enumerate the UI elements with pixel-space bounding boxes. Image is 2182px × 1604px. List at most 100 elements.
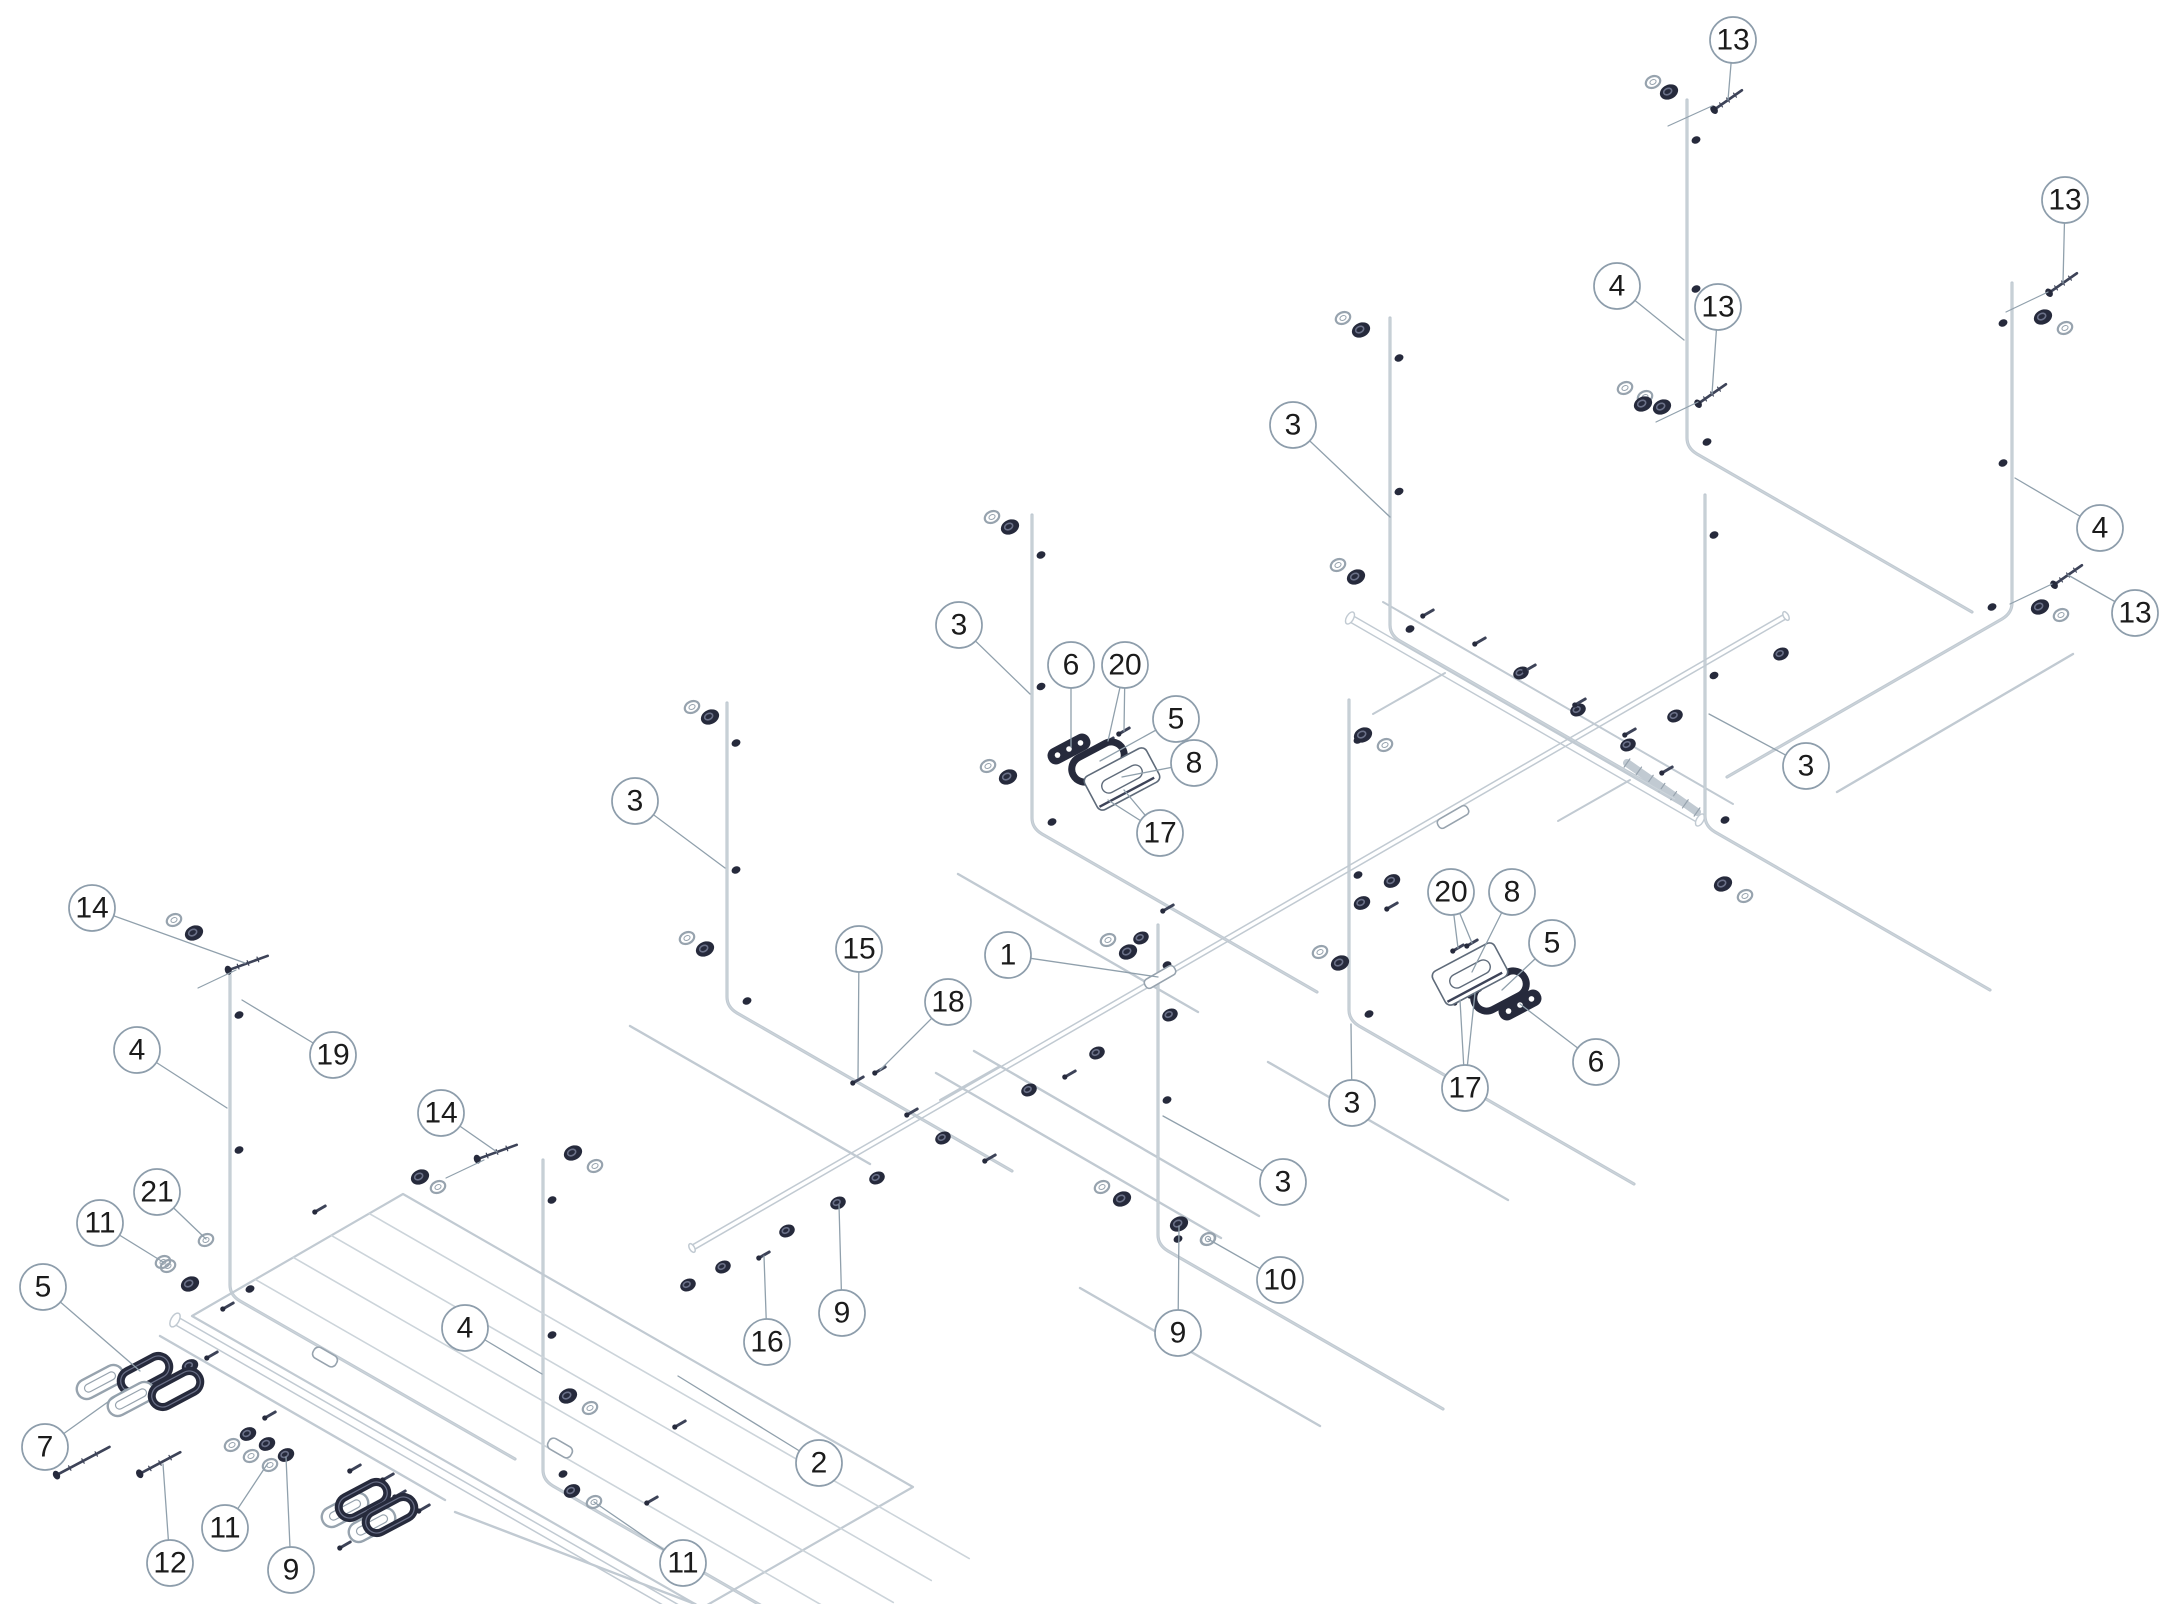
rear-foot-line xyxy=(158,1334,447,1502)
callout-10 xyxy=(1256,1256,1304,1304)
callout-9 xyxy=(267,1546,315,1594)
grommet-plug-ring xyxy=(1386,876,1396,885)
grommet-plug xyxy=(1633,396,1653,412)
screw-thread xyxy=(256,956,260,963)
grommet-plug-ring xyxy=(781,1226,790,1235)
screw-thread xyxy=(2054,285,2059,291)
screw-thread xyxy=(1719,102,1724,108)
grommet-plug-ring xyxy=(1716,879,1727,888)
leg-hole-plug xyxy=(1353,871,1363,879)
callout-label-14: 14 xyxy=(75,892,108,925)
multi-hole-bracket-hole xyxy=(1077,740,1084,746)
screw-thread xyxy=(505,1145,509,1152)
grommet-plug xyxy=(715,1260,731,1274)
bracket-plate-slot xyxy=(1101,764,1143,794)
grommet-plug-ring xyxy=(566,1148,577,1157)
grommet-plug-ring xyxy=(2033,602,2044,611)
grommet-plug xyxy=(180,1276,200,1292)
washer-hole xyxy=(2057,612,2065,618)
grommet-plug-ring xyxy=(1091,1048,1100,1057)
grommet-plug xyxy=(680,1278,696,1292)
rear-foot-line xyxy=(1266,1060,1510,1202)
washer-hole xyxy=(159,1259,167,1265)
panel-bottom-tube xyxy=(176,1315,679,1604)
rail-coupling xyxy=(1436,804,1470,830)
leg-j-rail xyxy=(1725,281,2014,779)
washer xyxy=(1311,944,1329,960)
lower-tray-crossbar xyxy=(939,1065,1001,1101)
washer xyxy=(242,1448,260,1464)
grommet-plug xyxy=(869,1171,885,1185)
callout-label-4: 4 xyxy=(2092,512,2109,545)
grommet-plug-ring xyxy=(1356,898,1366,907)
washer xyxy=(1736,888,1754,904)
washer xyxy=(165,912,183,928)
washer-hole xyxy=(1334,562,1342,568)
washer xyxy=(1334,310,1352,326)
callout-21 xyxy=(133,1168,181,1216)
callout-label-10: 10 xyxy=(1263,1264,1296,1297)
leg-hole-plug xyxy=(1036,551,1046,559)
grommet-plug-ring xyxy=(242,1429,252,1438)
washer xyxy=(223,1437,241,1453)
grommet-plug-ring xyxy=(2036,312,2047,321)
leg-g-rail-highlight xyxy=(1348,700,1635,1185)
callout-4 xyxy=(113,1026,161,1074)
callout-leader-2 xyxy=(677,1375,820,1464)
screw-guide-line xyxy=(445,1159,485,1179)
grommet-plug-ring xyxy=(703,712,714,721)
washer-hole xyxy=(1316,949,1324,955)
grommet-plug-ring xyxy=(682,1280,691,1289)
grommet-plug xyxy=(935,1131,951,1145)
callout-label-17: 17 xyxy=(1143,817,1176,850)
thread-tick xyxy=(1693,807,1701,817)
grommet-plug-ring xyxy=(1164,1010,1173,1019)
callout-12 xyxy=(146,1539,194,1587)
small-bolt-head xyxy=(1572,702,1578,708)
grommet-plug-ring xyxy=(1636,399,1647,408)
callout-label-3: 3 xyxy=(1798,750,1815,783)
small-bolt-head xyxy=(1384,906,1390,912)
rear-foot-line xyxy=(1078,1286,1322,1428)
small-bolt-head xyxy=(982,1158,988,1164)
callout-6 xyxy=(1572,1038,1620,1086)
small-bolt-head xyxy=(1622,732,1628,738)
washer-hole xyxy=(988,514,996,520)
panel-outline xyxy=(190,1192,915,1604)
callout-6 xyxy=(1047,641,1095,689)
leg-a-rail xyxy=(228,973,517,1461)
multi-hole-bracket-hole xyxy=(1066,746,1072,752)
leg-hole-plug xyxy=(1394,487,1404,496)
callout-2 xyxy=(795,1439,843,1487)
washer xyxy=(1376,737,1394,753)
grommet-plug xyxy=(1353,896,1371,910)
washer xyxy=(1329,557,1347,573)
callout-3 xyxy=(1328,1079,1376,1127)
leg-hole-plug xyxy=(1702,438,1712,446)
grommet-plug-ring xyxy=(261,1439,271,1448)
bracket-plate-edge xyxy=(1098,776,1155,808)
washer-hole xyxy=(1649,79,1657,85)
grommet-plug xyxy=(277,1448,295,1462)
glide-cap-light-slot xyxy=(114,1388,148,1410)
leg-hole-plug xyxy=(1162,1096,1172,1104)
washer-hole xyxy=(247,1453,255,1459)
upper-tray-tube-cap xyxy=(1694,813,1706,827)
callout-14 xyxy=(417,1089,465,1137)
callout-19 xyxy=(309,1031,357,1079)
main-rail-cap xyxy=(1782,610,1790,622)
bracket-plate-edge xyxy=(1446,971,1503,1003)
callout-5 xyxy=(19,1263,67,1311)
washer-hole xyxy=(2061,325,2069,331)
callout-1 xyxy=(984,931,1032,979)
washer-hole xyxy=(202,1237,210,1243)
leg-hole-plug xyxy=(245,1285,255,1293)
small-bolt-head xyxy=(904,1112,910,1118)
grommet-plug xyxy=(1513,666,1529,680)
upper-tray-rail xyxy=(1382,601,1734,805)
screw-guide-line xyxy=(1655,401,1699,423)
washer xyxy=(2056,320,2074,336)
small-bolt-head xyxy=(1464,943,1470,949)
screw-guide-line xyxy=(2005,291,2049,313)
panel-bottom-tube xyxy=(172,1322,663,1604)
